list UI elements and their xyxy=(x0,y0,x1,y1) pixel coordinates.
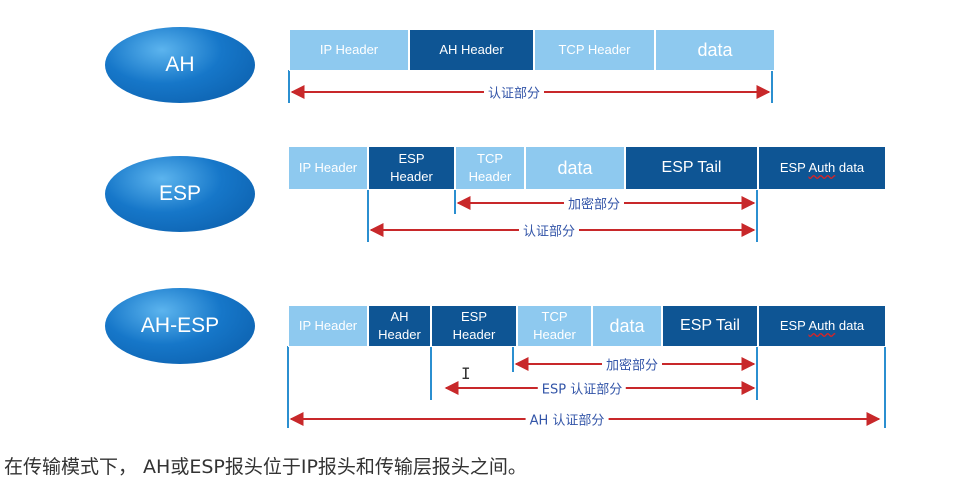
ah-auth-label: 认证部分 xyxy=(483,82,545,102)
ahesp-tcp-header: TCP Header xyxy=(517,305,592,347)
ah-ah-header: AH Header xyxy=(409,29,534,71)
ah-ip-header: IP Header xyxy=(289,29,409,71)
ahesp-mode-ellipse: AH-ESP xyxy=(105,288,255,364)
ahesp-ah-header: AH Header xyxy=(368,305,431,347)
esp-guides xyxy=(367,190,758,242)
ahesp-enc-label: 加密部分 xyxy=(601,354,663,374)
ahesp-mode-label: AH-ESP xyxy=(140,314,220,337)
ahesp-guides xyxy=(287,346,886,428)
ah-data: data xyxy=(655,29,775,71)
ahesp-esp-header: ESP Header xyxy=(431,305,517,347)
ahesp-tail: ESP Tail xyxy=(662,305,758,347)
ahesp-esp-auth-label: ESP 认证部分 xyxy=(537,378,627,398)
esp-enc-label: 加密部分 xyxy=(563,193,625,213)
ahesp-ip-header: IP Header xyxy=(288,305,368,347)
ahesp-data: data xyxy=(592,305,662,347)
esp-ip-header: IP Header xyxy=(288,146,368,190)
text-cursor-icon: I xyxy=(461,364,471,383)
ah-mode-ellipse: AH xyxy=(105,27,255,103)
esp-tcp-header: TCP Header xyxy=(455,146,525,190)
ahesp-ah-auth-label: AH 认证部分 xyxy=(525,409,609,429)
esp-tail: ESP Tail xyxy=(625,146,758,190)
esp-data: data xyxy=(525,146,625,190)
ah-guides xyxy=(288,70,773,103)
esp-auth-label: 认证部分 xyxy=(518,220,580,240)
esp-mode-label: ESP xyxy=(158,182,202,205)
ah-tcp-header: TCP Header xyxy=(534,29,655,71)
caption-text: 在传输模式下， AH或ESP报头位于IP报头和传输层报头之间。 xyxy=(4,456,527,478)
esp-mode-ellipse: ESP xyxy=(105,156,255,232)
ah-mode-label: AH xyxy=(165,53,195,76)
esp-auth-data: ESP Auth data xyxy=(758,146,886,190)
ahesp-auth-data: ESP Auth data xyxy=(758,305,886,347)
esp-esp-header: ESP Header xyxy=(368,146,455,190)
